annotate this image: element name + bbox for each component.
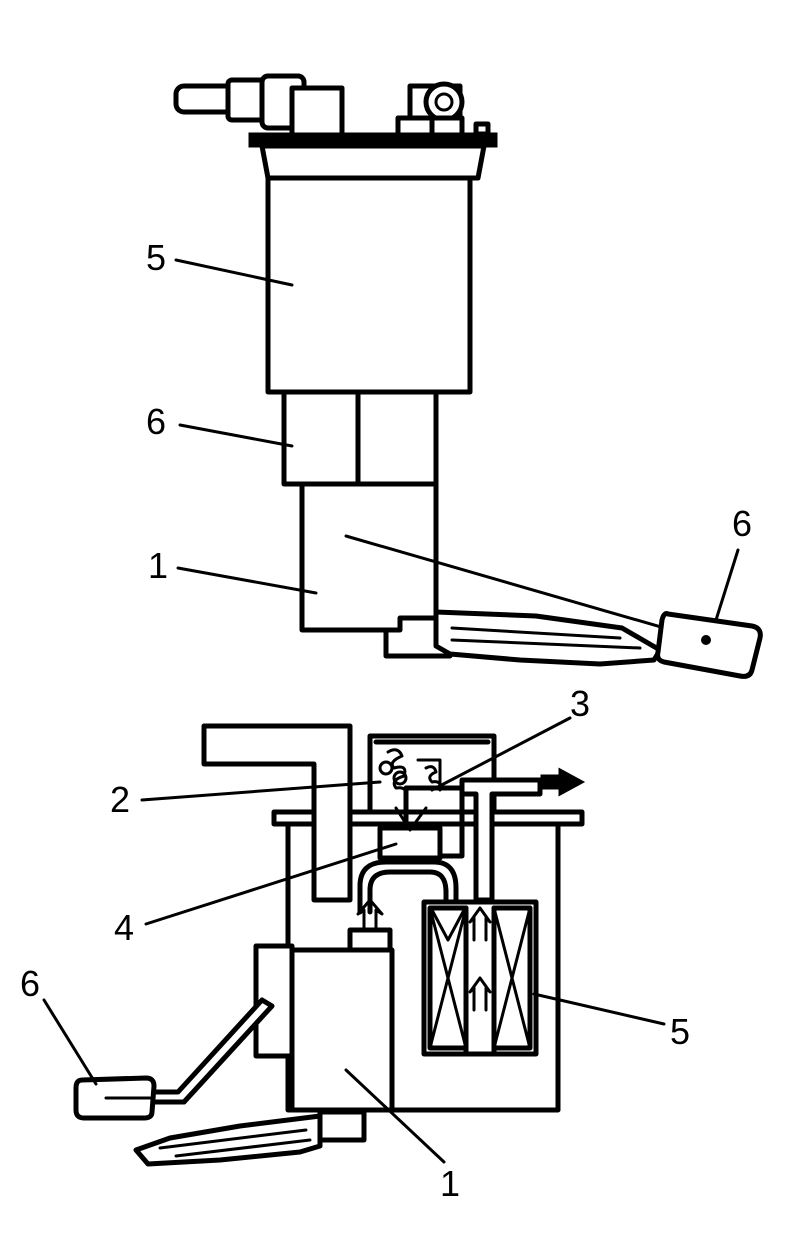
pump-outlet-arrow-icon xyxy=(356,898,384,932)
section-fuel-filter xyxy=(421,899,539,1057)
section-strainer xyxy=(133,1109,367,1167)
callout-5-section: 5 xyxy=(670,1011,690,1052)
top-callouts: 5 6 1 6 xyxy=(146,237,752,586)
top-strainer xyxy=(383,609,663,667)
section-fuel-hose xyxy=(357,859,459,915)
callout-6-top: 6 xyxy=(146,401,166,442)
callout-3-section: 3 xyxy=(570,683,590,724)
callout-2-section: 2 xyxy=(110,779,130,820)
callout-1-top: 1 xyxy=(148,545,168,586)
section-outlet-pipe xyxy=(459,777,543,903)
section-fuel-pump xyxy=(289,947,395,1113)
top-fuel-connector xyxy=(173,73,345,141)
section-regulator-valve xyxy=(377,825,443,861)
top-float-arm xyxy=(344,534,708,642)
callout-6-section: 6 xyxy=(20,963,40,1004)
top-float xyxy=(655,611,763,679)
section-leader-lines xyxy=(42,716,666,1164)
outlet-arrow-icon xyxy=(540,767,586,797)
top-leader-lines xyxy=(174,258,740,622)
section-regulator-spring xyxy=(386,748,408,800)
section-callouts: 3 2 4 6 5 1 xyxy=(20,683,690,1204)
top-flange xyxy=(248,132,498,181)
section-float xyxy=(73,1075,157,1121)
callout-5-top: 5 xyxy=(146,237,166,278)
top-level-sender xyxy=(281,389,361,487)
top-external-view xyxy=(173,73,763,679)
section-diaphragm-spring xyxy=(416,758,442,792)
filter-flow-arrow-icon xyxy=(468,906,492,1012)
section-inlet-channel xyxy=(201,723,353,903)
callout-4-section: 4 xyxy=(114,907,134,948)
section-view xyxy=(73,723,586,1167)
callout-6-float-top: 6 xyxy=(732,503,752,544)
top-electrical-connector xyxy=(395,81,491,139)
top-filter-canister xyxy=(265,175,473,395)
callout-1-section: 1 xyxy=(440,1163,460,1204)
